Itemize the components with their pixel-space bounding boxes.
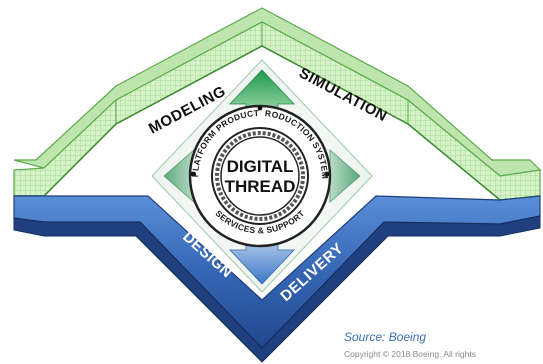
center-title-line1: DIGITAL bbox=[227, 157, 294, 176]
center-title-line2: THREAD bbox=[225, 177, 296, 196]
rope-ring-icon bbox=[188, 104, 332, 248]
blue-band bbox=[13, 195, 541, 363]
source-caption: Source: Boeing bbox=[344, 330, 427, 344]
copyright-notice: Copyright © 2018 Boeing. All rights bbox=[344, 349, 476, 359]
